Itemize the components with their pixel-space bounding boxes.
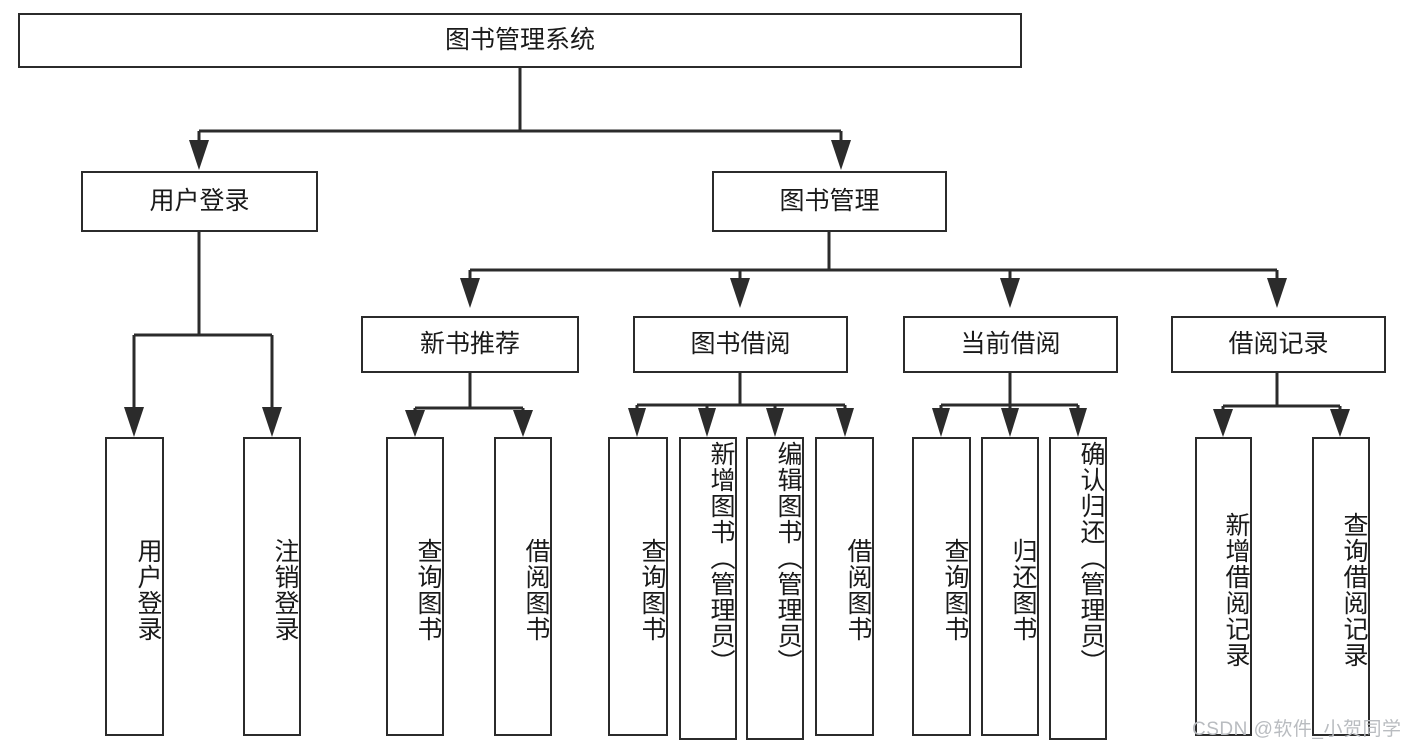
node-book-borrow[interactable]: 图书借阅: [633, 316, 848, 373]
leaf-query-book-recommend[interactable]: 查询图书: [386, 437, 444, 736]
csdn-watermark: CSDN @软件_小贺同学: [1192, 719, 1402, 740]
node-book-manage[interactable]: 图书管理: [712, 171, 947, 232]
node-new-book-recommend[interactable]: 新书推荐: [361, 316, 579, 373]
leaf-query-borrow-record[interactable]: 查询借阅记录: [1312, 437, 1370, 736]
leaf-borrow-book[interactable]: 借阅图书: [815, 437, 874, 736]
leaf-add-book[interactable]: 新增图书（管理员）: [679, 437, 737, 740]
node-root-system[interactable]: 图书管理系统: [18, 13, 1022, 68]
leaf-borrow-book-recommend[interactable]: 借阅图书: [494, 437, 552, 736]
leaf-query-book-current[interactable]: 查询图书: [912, 437, 971, 736]
leaf-return-book[interactable]: 归还图书: [981, 437, 1039, 736]
leaf-add-borrow-record[interactable]: 新增借阅记录: [1195, 437, 1252, 736]
leaf-logout-login[interactable]: 注销登录: [243, 437, 301, 736]
leaf-edit-book[interactable]: 编辑图书（管理员）: [746, 437, 804, 740]
node-current-borrow[interactable]: 当前借阅: [903, 316, 1118, 373]
leaf-confirm-return[interactable]: 确认归还（管理员）: [1049, 437, 1107, 740]
leaf-query-book-borrow[interactable]: 查询图书: [608, 437, 668, 736]
leaf-user-login[interactable]: 用户登录: [105, 437, 164, 736]
node-borrow-record[interactable]: 借阅记录: [1171, 316, 1386, 373]
node-user-login[interactable]: 用户登录: [81, 171, 318, 232]
